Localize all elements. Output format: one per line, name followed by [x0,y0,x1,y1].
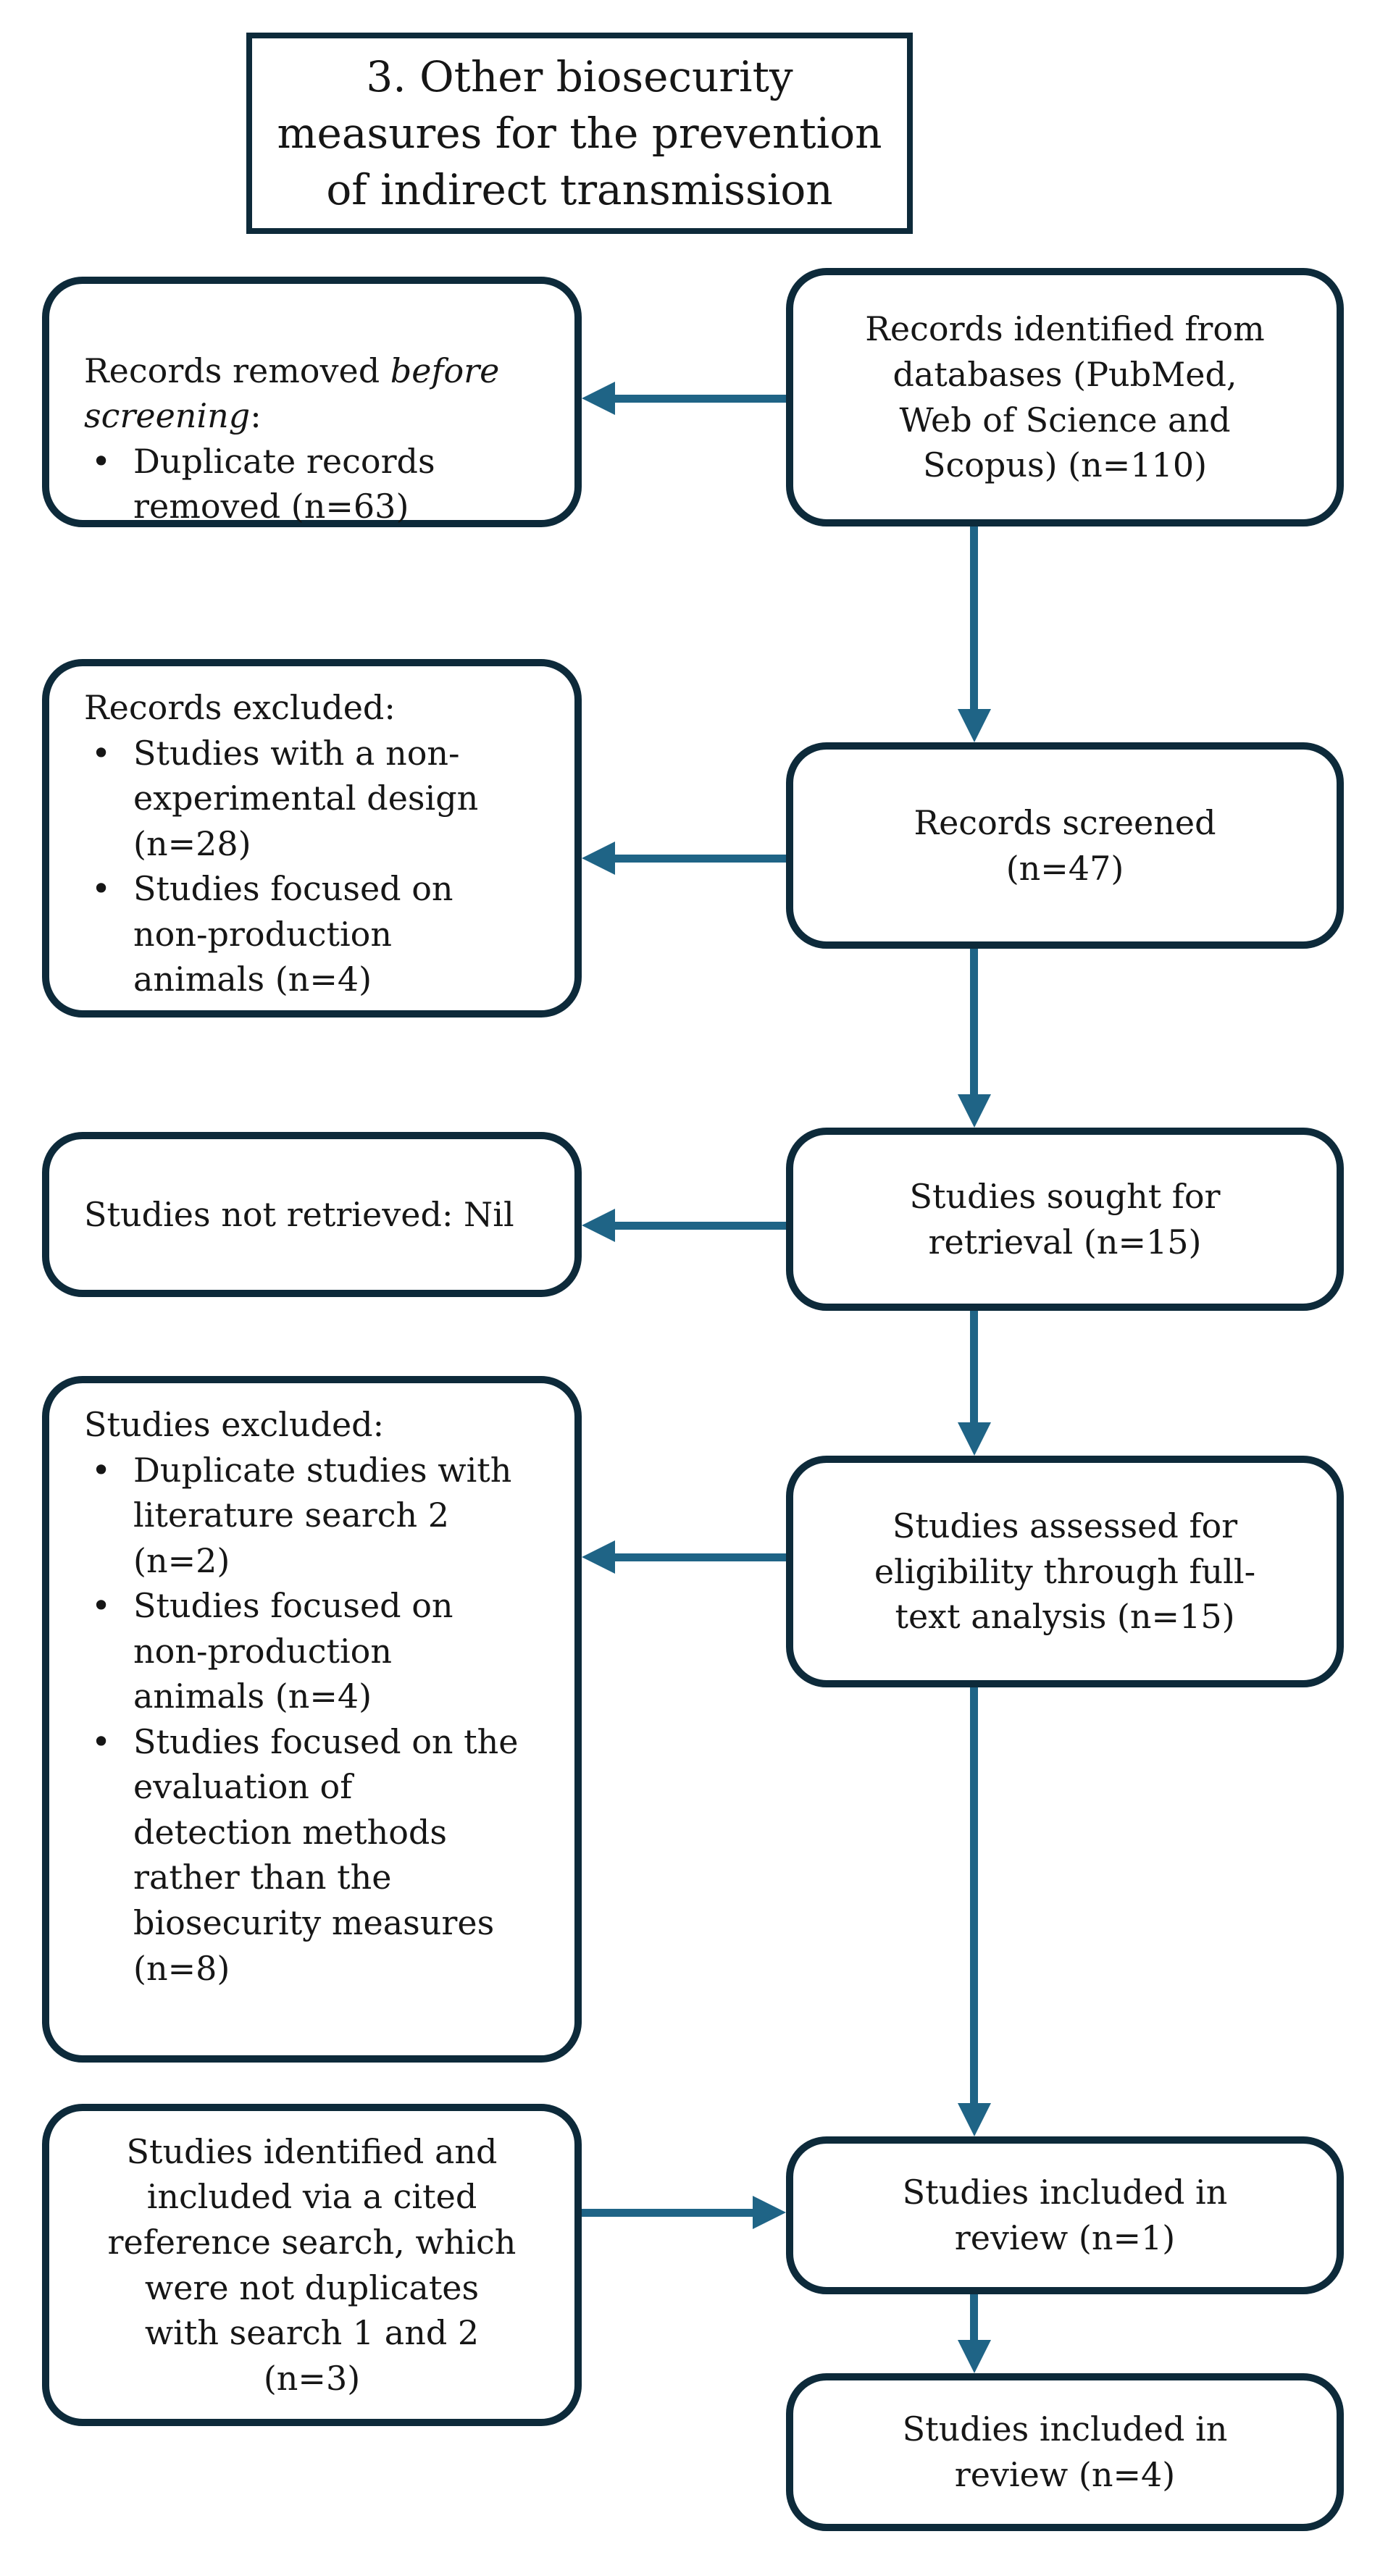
bullet-item: • Studies focused on the evaluation of d… [84,1719,553,1991]
heading-italic: before screening [84,351,500,436]
diagram-title: 3. Other biosecurity measures for the pr… [277,51,882,215]
arrowhead-left-screened-to-excluded [582,842,615,875]
bullet-icon: • [91,869,112,909]
bullet-text: Duplicate studies with literature search… [133,1450,512,1580]
arrowhead-left-identified-to-removed [582,382,615,415]
box-records-excluded-heading: Records excluded: [84,688,396,727]
bullet-item: • Studies with a non- experimental desig… [84,731,553,867]
box-records-screened: Records screened (n=47) [786,742,1344,949]
bullet-item: • Studies focused on non-production anim… [84,1583,553,1719]
arrowhead-right-cited-to-included1 [753,2196,786,2229]
bullet-icon: • [91,441,112,481]
box-records-removed-heading: Records removed before screening: [84,303,553,439]
box-records-screened-text: Records screened (n=47) [914,802,1216,888]
arrowhead-left-assessed-to-studies-excluded [582,1540,615,1574]
arrow-line-cited-to-included1 [582,2209,753,2217]
bullet-text: Studies focused on non-production animal… [133,1586,453,1716]
box-records-identified-text: Records identified from databases (PubMe… [865,309,1265,485]
box-studies-excluded: Studies excluded: • Duplicate studies wi… [42,1376,582,2063]
arrow-line-screened-to-excluded [615,855,786,863]
arrow-line-identified-to-screened [970,526,978,710]
arrow-line-sought-to-not-retrieved [615,1222,786,1230]
heading-suffix: : [250,396,262,436]
arrowhead-down-assessed-to-included1 [958,2103,991,2136]
bullet-text: Studies with a non- experimental design … [133,733,479,863]
arrow-line-assessed-to-included1 [970,1687,978,2103]
arrowhead-down-included1-to-included4 [958,2340,991,2373]
box-cited-reference-search: Studies identified and included via a ci… [42,2104,582,2426]
bullet-icon: • [91,1586,112,1626]
box-studies-included-4-text: Studies included in review (n=4) [902,2409,1228,2494]
bullet-text: Studies focused on the evaluation of det… [133,1721,519,1988]
bullet-text: Studies focused on non-production animal… [133,869,453,999]
arrow-line-assessed-to-studies-excluded [615,1553,786,1561]
box-studies-included-1: Studies included in review (n=1) [786,2136,1344,2294]
arrow-line-sought-to-assessed [970,1311,978,1422]
box-studies-included-1-text: Studies included in review (n=1) [902,2173,1228,2257]
box-studies-not-retrieved: Studies not retrieved: Nil [42,1132,582,1297]
arrowhead-down-screened-to-sought [958,1094,991,1128]
bullet-item: • Duplicate records removed (n=63) [84,439,553,529]
arrowhead-down-identified-to-screened [958,709,991,742]
bullet-item: • Studies focused on non-production anim… [84,866,553,1002]
arrowhead-left-sought-to-not-retrieved [582,1209,615,1242]
box-studies-not-retrieved-text: Studies not retrieved: Nil [84,1194,514,1234]
bullet-icon: • [91,733,112,773]
bullet-icon: • [91,1450,112,1490]
box-records-excluded: Records excluded: • Studies with a non- … [42,659,582,1018]
box-studies-sought-retrieval-text: Studies sought for retrieval (n=15) [909,1176,1221,1262]
diagram-title-box: 3. Other biosecurity measures for the pr… [246,33,913,234]
box-studies-assessed: Studies assessed for eligibility through… [786,1456,1344,1687]
box-records-removed: Records removed before screening: • Dupl… [42,277,582,527]
box-records-identified: Records identified from databases (PubMe… [786,268,1344,526]
arrowhead-down-sought-to-assessed [958,1422,991,1456]
bullet-item: • Duplicate studies with literature sear… [84,1448,553,1584]
arrow-line-included1-to-included4 [970,2294,978,2340]
bullet-icon: • [91,1721,112,1761]
box-studies-assessed-text: Studies assessed for eligibility through… [874,1506,1256,1637]
bullet-text: Duplicate records removed (n=63) [133,441,435,526]
box-studies-sought-retrieval: Studies sought for retrieval (n=15) [786,1128,1344,1311]
arrow-line-screened-to-sought [970,949,978,1094]
box-studies-excluded-heading: Studies excluded: [84,1405,385,1444]
heading-prefix: Records removed [84,351,390,390]
arrow-line-identified-to-removed [615,395,786,403]
box-studies-included-4: Studies included in review (n=4) [786,2373,1344,2531]
box-cited-reference-search-text: Studies identified and included via a ci… [107,2131,517,2398]
